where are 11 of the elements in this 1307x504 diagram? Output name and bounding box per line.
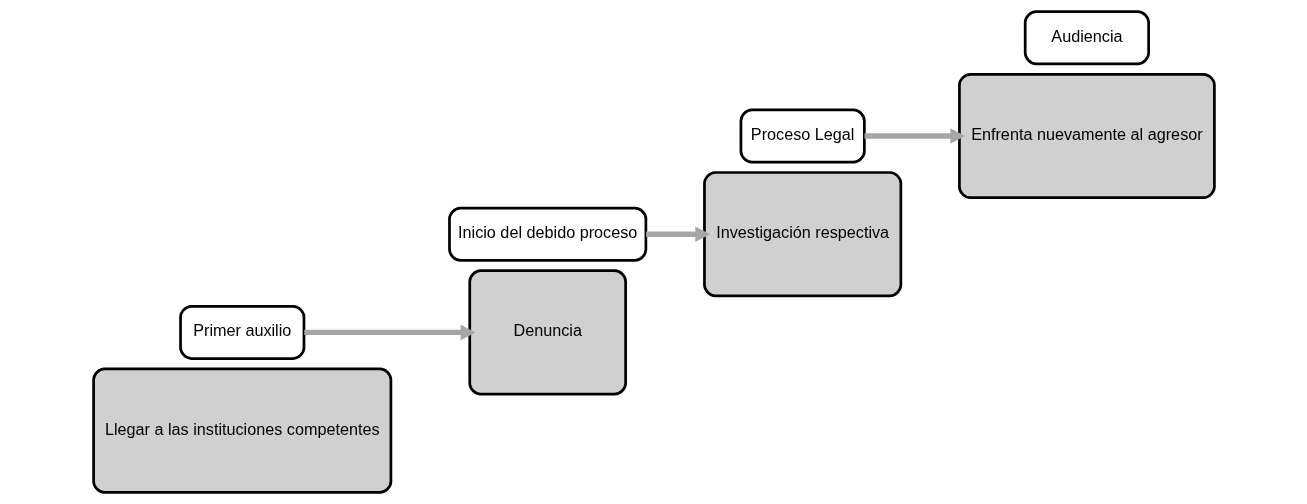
- arrow: [303, 324, 475, 341]
- node-box: Llegar a las instituciones competentes: [91, 367, 392, 494]
- arrow: [864, 128, 965, 144]
- node-box: Denuncia: [467, 269, 627, 396]
- node-box: Proceso Legal: [739, 108, 866, 164]
- node-box: Inicio del debido proceso: [447, 206, 647, 262]
- node-box: Investigación respectiva: [702, 171, 902, 298]
- node-box: Audiencia: [1023, 10, 1150, 66]
- node-box: Primer auxilio: [178, 304, 305, 360]
- arrow: [645, 226, 710, 242]
- node-box: Enfrenta nuevamente al agresor: [957, 72, 1216, 200]
